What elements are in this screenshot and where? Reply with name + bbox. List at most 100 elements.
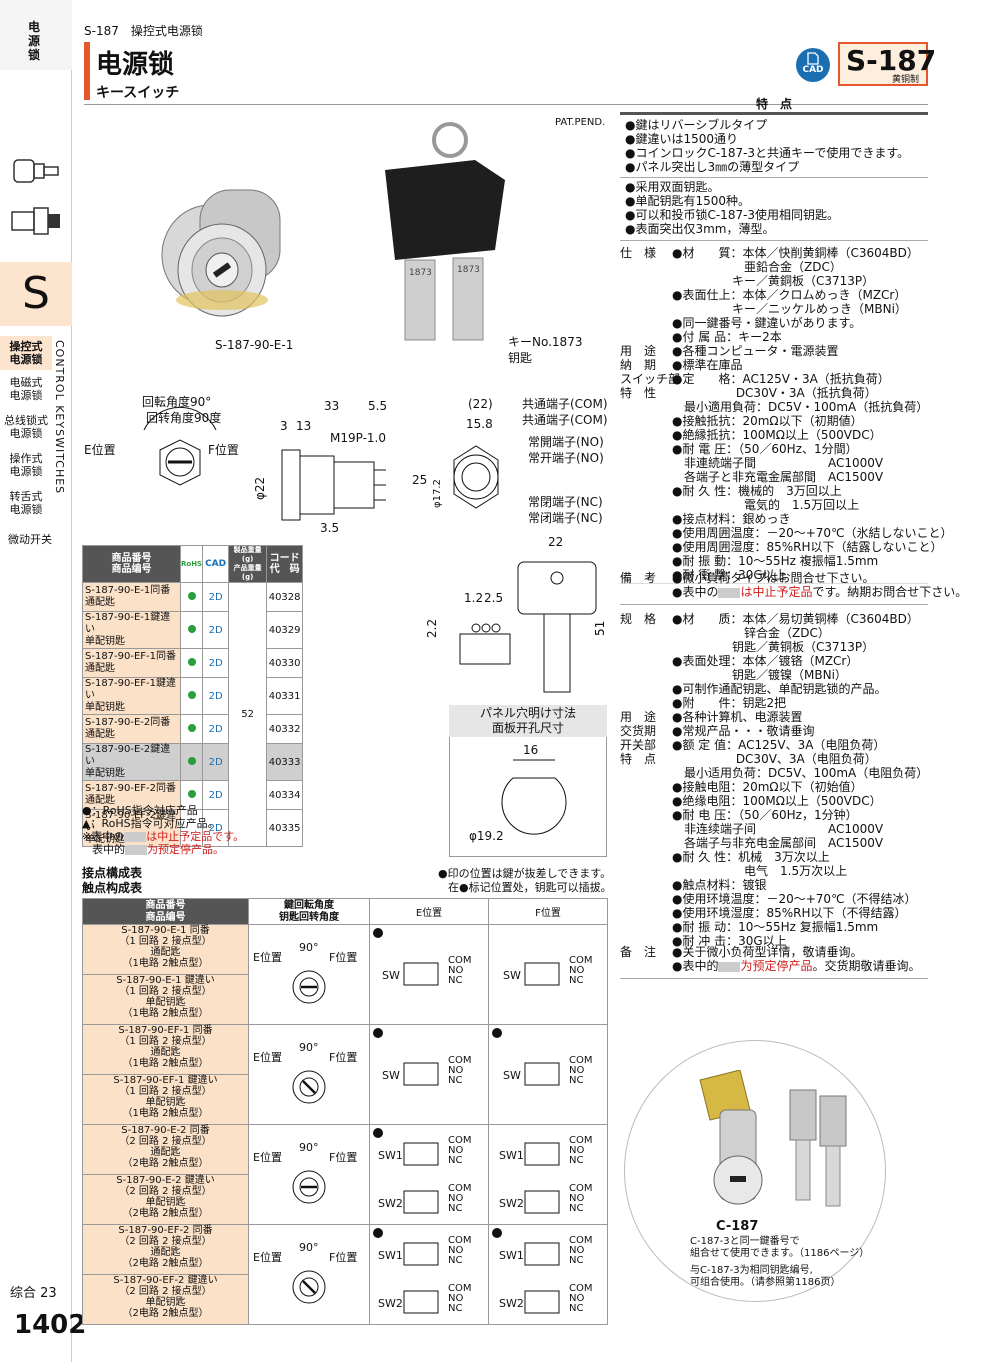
switch-diagram: SW1 COM NO NC SW2 COM NO NC [492, 1228, 592, 1314]
no-label: NO [569, 1245, 584, 1256]
ct-product: S-187-90-E-1 同番 （1 回路 2 接点型） 通配匙 （1电路 2触… [82, 924, 249, 975]
table-row[interactable]: S-187-90-E-2同番 通配匙 2D 40332 [82, 714, 304, 744]
sidebar-item-bus[interactable]: 总线锁式 电源锁 [4, 414, 48, 440]
e-label: E位置 [253, 950, 282, 964]
ct-product: S-187-90-EF-1 同番 （1 回路 2 接点型） 通配匙 （1电路 2… [82, 1024, 249, 1075]
key-number-2: 1873 [457, 265, 480, 275]
table-row[interactable]: S-187-90-EF-2同番 通配匙 2D 40334 [82, 780, 304, 810]
key-dim-22: 22 [548, 535, 563, 549]
sidebar-item-electromagnetic[interactable]: 电磁式 电源锁 [9, 376, 43, 402]
no-label: NO [569, 965, 584, 976]
spec-cn-labels: 规 格 用 途 交货期 开关部 特 点 [620, 612, 657, 766]
no-label: NO [569, 1145, 584, 1156]
sw1-label: SW1 [378, 1249, 403, 1262]
note-cn-2c: 。交货期敬请垂询。 [812, 959, 921, 973]
ct-header-name: 商品番号 商品编号 [82, 898, 249, 925]
insert-mark-icon [373, 1128, 383, 1138]
feature-cn-item: ●单配钥匙有1500种。 [625, 194, 751, 208]
ct-f-cell: SW COM NO NC [488, 1024, 608, 1125]
sidebar-item-operation[interactable]: 操作式 电源锁 [9, 452, 43, 478]
table-row[interactable]: S-187-90-E-1鍵違い 单配钥匙 2D 40329 [82, 611, 304, 649]
note-cn-2: ●表中的为预定停产品。交货期敬请垂询。 [672, 959, 921, 973]
com-label: COM [569, 1135, 592, 1146]
no-label: NO [448, 1245, 463, 1256]
product-name: S-187-90-EF-1同番 通配匙 [82, 648, 181, 678]
features-jp: ●鍵はリバーシブルタイプ ●鍵違いは1500通り ●コインロックC-187-3と… [625, 118, 909, 174]
sw-label: SW [503, 1069, 521, 1082]
features-cn: ●采用双面钥匙。 ●单配钥匙有1500种。 ●可以和投币锁C-187-3使用相同… [625, 180, 839, 236]
com-label: COM [569, 955, 592, 966]
switch-diagram: SW1 COM NO NC SW2 COM NO NC [373, 1228, 471, 1314]
cad-link[interactable]: 2D [202, 648, 230, 678]
key-image-label: キーNo.1873 [508, 335, 583, 349]
product-code-cell: 40333 [266, 743, 304, 781]
table-row[interactable]: S-187-90-EF-1鍵違い 单配钥匙 2D 40331 [82, 677, 304, 715]
insert-mark-icon [373, 1028, 383, 1038]
table-row[interactable]: S-187-90-EF-1同番 通配匙 2D 40330 [82, 648, 304, 678]
note-cn-1: ●关于微小负荷型详情，敬请垂询。 [672, 945, 863, 959]
deg-label: 90° [299, 1141, 319, 1154]
divider [620, 583, 928, 584]
key-dimension-drawing: 22 1.2 2.5 2.2 51 [425, 535, 607, 693]
cad-label: CAD [802, 65, 824, 75]
switch-diagram: SW1 COM NO NC SW2 COM NO NC [373, 1128, 471, 1214]
feature-jp-item: ●鍵違いは1500通り [625, 132, 739, 146]
f-label: F位置 [329, 1050, 357, 1064]
no-label: NO [569, 1293, 584, 1304]
spec-jp-labels: 仕 様 用 途 納 期 スイッチ部 特 性 [620, 246, 681, 400]
c187-note-jp: C-187-3と同一鍵番号で 組合せて使用できます。（1186ページ） [690, 1236, 870, 1259]
features-heading: 特 点 [755, 97, 792, 111]
rotation-diagram: 90° E位置 F位置 [253, 1241, 357, 1304]
e-label: E位置 [253, 1150, 282, 1164]
note-cn-a: 表中的 [92, 843, 125, 856]
col-header-code: コード 代 码 [266, 545, 304, 583]
com-label: COM [448, 1283, 471, 1294]
page-title: 电源锁 [96, 50, 175, 80]
cad-link[interactable]: 2D [202, 582, 230, 612]
cad-link[interactable]: 2D [202, 743, 230, 781]
table-row[interactable]: S-187-90-E-2鍵違い 单配钥匙 2D 40333 [82, 743, 304, 781]
sidebar-item-microswitch[interactable]: 微动开关 [8, 533, 52, 546]
product-code-cell: 40330 [266, 648, 304, 678]
dim-15-8: 15.8 [466, 417, 493, 431]
contact-title-jp: 接点構成表 [82, 866, 143, 880]
product-code-cell: 40334 [266, 780, 304, 810]
sidebar-item-control[interactable]: 操控式 电源锁 [0, 336, 52, 370]
cad-link[interactable]: 2D [202, 809, 230, 847]
product-name: S-187-90-E-2同番 通配匙 [82, 714, 181, 744]
no-terminal-jp: 常開端子(NO) [528, 435, 604, 449]
ct-f-cell: SW1 COM NO NC SW2 COM NO NC [488, 1124, 608, 1225]
cad-link[interactable]: 2D [202, 611, 230, 649]
sidebar-item-rotary[interactable]: 转舌式 电源锁 [9, 490, 43, 516]
switch-diagram: SW COM NO NC [492, 1028, 592, 1086]
com-label: COM [448, 955, 471, 966]
product-code-cell: 40329 [266, 611, 304, 649]
cad-badge: CAD [796, 48, 830, 82]
page-subtitle: キースイッチ [96, 85, 180, 101]
com-label: COM [448, 1055, 471, 1066]
divider [620, 177, 928, 178]
sw1-label: SW1 [499, 1149, 524, 1162]
dim-3: 3 [280, 419, 288, 433]
nc-label: NC [448, 1255, 462, 1266]
grey-swatch [124, 832, 147, 842]
feature-cn-item: ●可以和投币锁C-187-3使用相同钥匙。 [625, 208, 840, 222]
cad-link[interactable]: 2D [202, 714, 230, 744]
file-icon [807, 52, 819, 65]
ct-e-cell: SW COM NO NC [369, 1024, 489, 1125]
no-terminal-cn: 常开端子(NO) [528, 451, 604, 465]
sogo-label: 综合 23 [10, 1286, 57, 1301]
cad-link[interactable]: 2D [202, 677, 230, 715]
ct-header-angle: 鍵回転角度 钥匙回转角度 [248, 898, 370, 925]
ct-e-cell: SW1 COM NO NC SW2 COM NO NC [369, 1224, 489, 1325]
key-dim-51: 51 [593, 621, 607, 636]
com-label: COM [569, 1055, 592, 1066]
sw2-label: SW2 [378, 1297, 403, 1310]
nc-label: NC [569, 975, 583, 986]
spec-cn-body: ●材 质：本体／易切黄铜棒（C3604BD） 锌合金（ZDC） 钥匙／黄铜板（C… [672, 612, 929, 948]
product-table: 商品番号 商品编号 RoHS CAD 製品重量(g) 产品重量(g) コード 代… [82, 545, 304, 847]
cad-link[interactable]: 2D [202, 780, 230, 810]
key-number-1: 1873 [409, 268, 432, 278]
table-row[interactable]: S-187-90-E-1同番 通配匙 2D 52 40328 [82, 582, 304, 847]
insert-mark-icon [373, 1228, 383, 1238]
